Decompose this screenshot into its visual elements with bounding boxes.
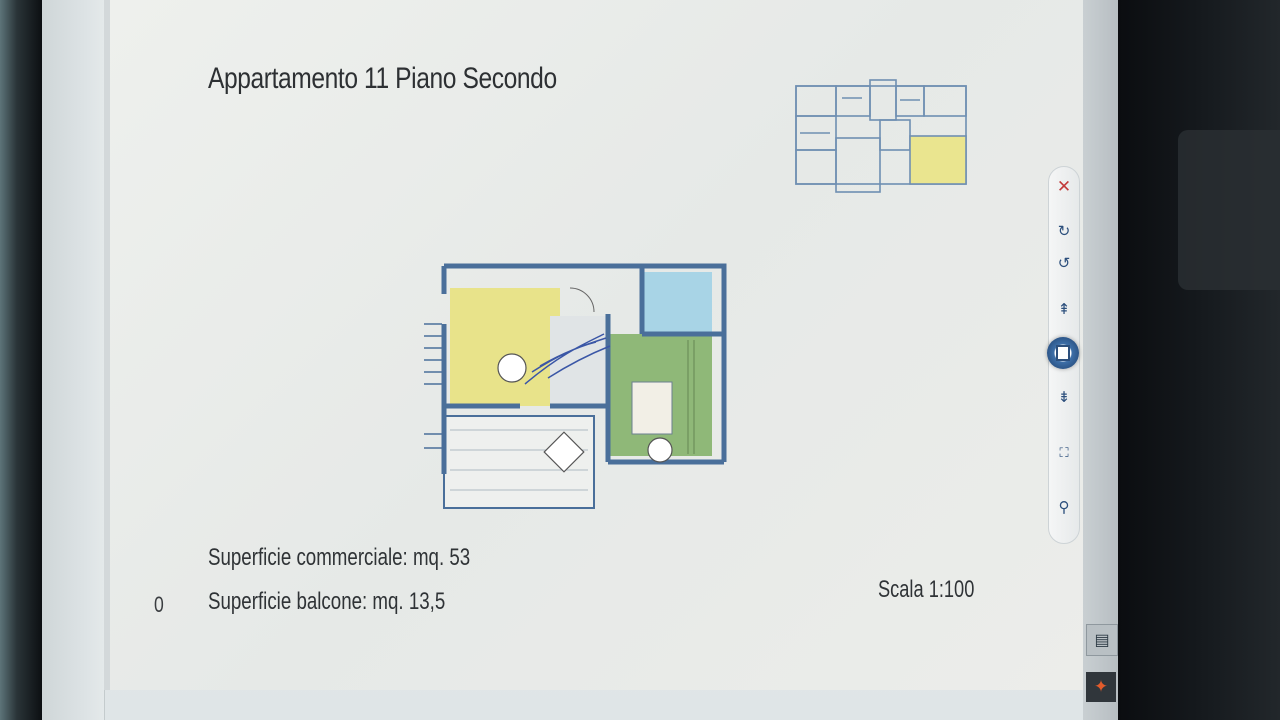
- commercial-area-text: Superficie commerciale: mq. 53: [208, 544, 471, 571]
- first-page-button[interactable]: ⇞: [1052, 297, 1076, 321]
- screen: Appartamento 11 Piano Secondo: [42, 0, 1118, 720]
- zoom-button[interactable]: ⚲: [1052, 495, 1076, 519]
- taskbar-tray-button[interactable]: ✦: [1086, 672, 1116, 702]
- background-object: [1178, 130, 1280, 290]
- last-page-icon: ⇟: [1057, 389, 1071, 406]
- rotate-clockwise-icon: ↻: [1057, 223, 1071, 240]
- document-page: Appartamento 11 Piano Secondo: [104, 0, 1095, 690]
- rotate-counterclockwise-button[interactable]: ↺: [1052, 251, 1076, 275]
- app-tray-icon: ✦: [1093, 677, 1109, 696]
- current-page-button[interactable]: [1047, 337, 1079, 369]
- page-index-number: 0: [154, 592, 164, 617]
- balcony-area-text: Superficie balcone: mq. 13,5: [208, 588, 446, 615]
- fit-to-screen-icon: ⛶: [1059, 445, 1069, 460]
- monitor-bezel-left: [0, 0, 42, 720]
- page-icon: [1056, 345, 1070, 361]
- first-page-icon: ⇞: [1057, 301, 1071, 318]
- page-title: Appartamento 11 Piano Secondo: [208, 62, 557, 95]
- monitor-bezel-right: [1118, 0, 1280, 720]
- bathroom: [642, 272, 712, 334]
- viewer-toolbar: ✕ ↻ ↺ ⇞ ⇟ ⛶ ⚲: [1047, 166, 1080, 544]
- taskbar-strip: [1083, 0, 1118, 720]
- viewer-left-panel: [42, 0, 105, 720]
- fit-to-screen-button[interactable]: ⛶: [1052, 441, 1076, 465]
- scale-label: Scala 1:100: [878, 576, 975, 603]
- taskbar-app-button[interactable]: ▤: [1086, 624, 1118, 656]
- rotate-clockwise-button[interactable]: ↻: [1052, 219, 1076, 243]
- close-icon: ✕: [1056, 177, 1072, 196]
- key-plan-highlight: [909, 135, 967, 185]
- document-icon: ▤: [1094, 632, 1110, 649]
- zoom-icon: ⚲: [1058, 499, 1070, 516]
- close-button[interactable]: ✕: [1052, 175, 1076, 199]
- key-plan-thumbnail: [795, 79, 967, 193]
- living-area: [450, 288, 560, 406]
- rotate-counterclockwise-icon: ↺: [1057, 255, 1071, 272]
- floor-plan: [424, 263, 727, 509]
- last-page-button[interactable]: ⇟: [1052, 385, 1076, 409]
